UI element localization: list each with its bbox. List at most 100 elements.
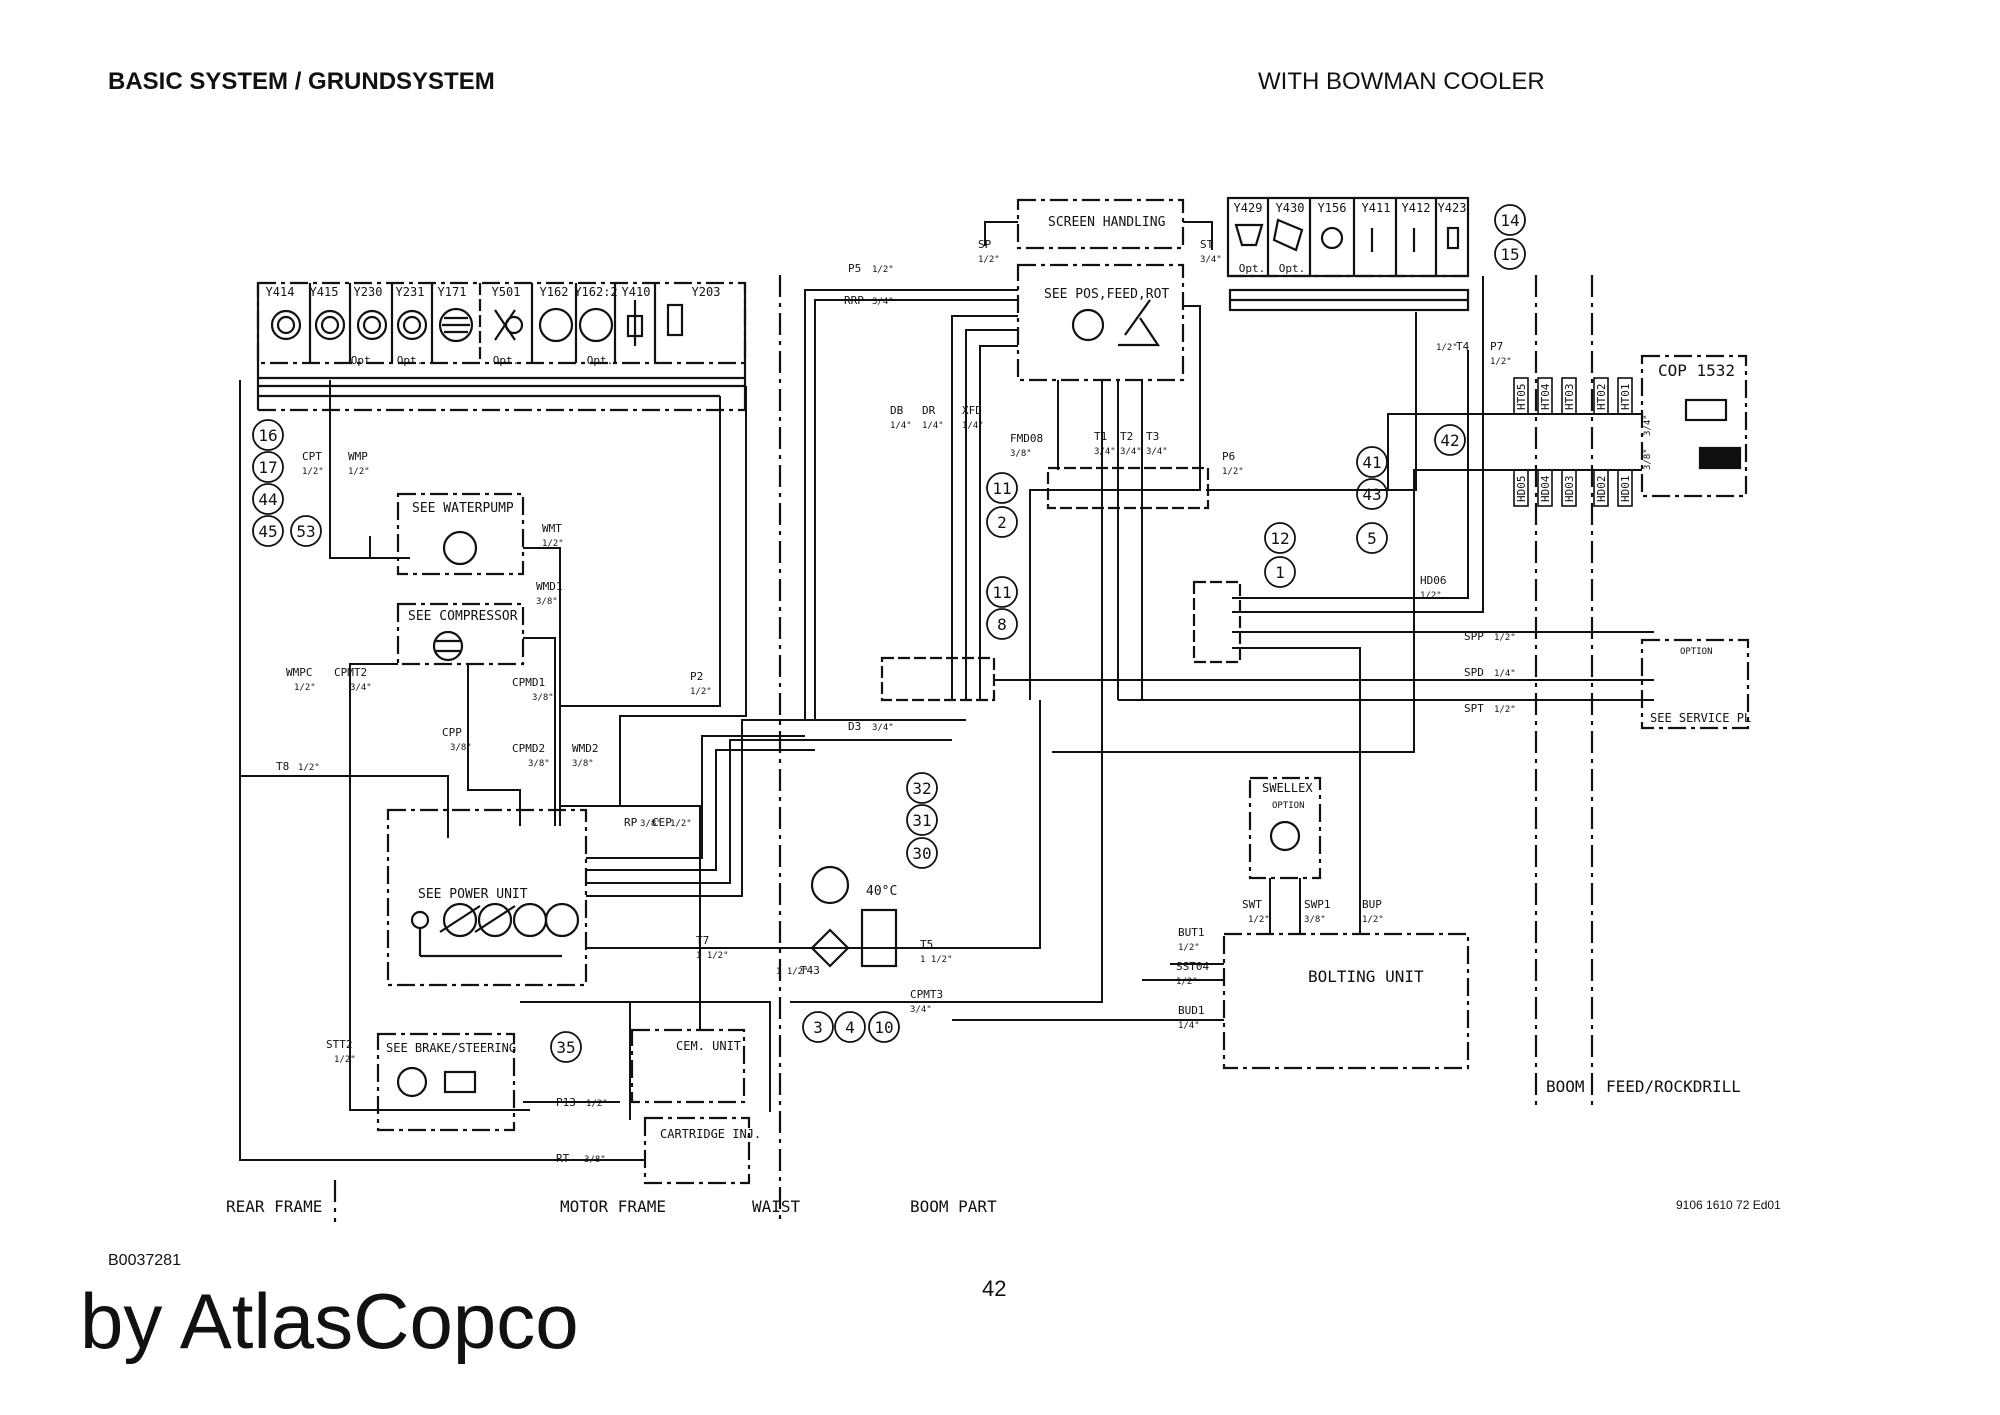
cem-unit-box [630, 1028, 746, 1104]
line-size-stt2: 1/2" [334, 1055, 356, 1065]
reference-circles [252, 204, 1526, 1063]
ref-8: 8 [997, 615, 1007, 634]
screen-handling-box [1016, 198, 1185, 250]
hose-ht04: HT04 [1539, 383, 1552, 410]
line-size-p13: 1/2" [586, 1099, 608, 1109]
power-unit-box [386, 808, 588, 987]
line-label-cpmt2: CPMT2 [334, 666, 367, 679]
ref-10: 10 [874, 1018, 893, 1037]
drawing-code: B0037281 [108, 1252, 181, 1269]
opt-label: Opt. [493, 354, 520, 367]
line-size-db: 1/4" [890, 421, 912, 431]
hose-markers [1513, 377, 1633, 507]
frame-dividers [333, 275, 1594, 1222]
hose-hd04: HD04 [1539, 475, 1552, 502]
pos-feed-rot-box [1016, 263, 1185, 382]
hose-ht05: HT05 [1515, 384, 1528, 411]
line-size-cpt: 1/2" [302, 467, 324, 477]
opt-label: Opt. [397, 354, 424, 367]
ref-1: 1 [1275, 563, 1285, 582]
line-label-spt: SPT [1464, 702, 1484, 715]
document-reference: 9106 1610 72 Ed01 [1676, 1198, 1781, 1212]
ref-3: 3 [813, 1018, 823, 1037]
line-label-rp: RP [624, 816, 638, 829]
valve-block-right [1226, 196, 1470, 312]
frame-label-boom: BOOM [1546, 1077, 1585, 1096]
line-size-t1: 3/4" [1094, 447, 1116, 457]
valve-Y501: Y501 [492, 285, 521, 299]
line-label-db: DB [890, 404, 904, 417]
distribution-block-top [1046, 466, 1210, 510]
line-size-spp: 1/2" [1494, 633, 1516, 643]
line-size-xfd: 1/4" [962, 421, 984, 431]
line-size-t2: 3/4" [1120, 447, 1142, 457]
line-label-st: ST [1200, 238, 1214, 251]
line-size-wmd1: 3/8" [536, 597, 558, 607]
line-label-stt2: STT2 [326, 1038, 353, 1051]
valve-Y414: Y414 [266, 285, 295, 299]
line-size-bup: 1/2" [1362, 915, 1384, 925]
cartridge-inj-box [643, 1116, 751, 1185]
line-size-cpp: 3/8" [450, 743, 472, 753]
hose-ht01: HT01 [1619, 384, 1632, 411]
line-label-cpp: CPP [442, 726, 462, 739]
line-label-wmd2: WMD2 [572, 742, 599, 755]
filter-symbol [810, 928, 850, 968]
ref-14: 14 [1500, 211, 1519, 230]
line-label-wmd1: WMD1 [536, 580, 563, 593]
hose-hd01: HD01 [1619, 476, 1632, 503]
hose-size-top: 3/4" [1643, 414, 1653, 436]
line-size-wmp: 1/2" [348, 467, 370, 477]
line-size-hd06: 1/2" [1420, 591, 1442, 601]
service-option-label: OPTION [1680, 647, 1713, 657]
line-label-cpmd1: CPMD1 [512, 676, 545, 689]
valve-Y162: Y162 [540, 285, 569, 299]
line-size-bud1: 1/4" [1178, 1021, 1200, 1031]
valve-Y203: Y203 [692, 285, 721, 299]
line-label-p7: P7 [1490, 340, 1503, 353]
valve-Y162-2: Y162:2 [574, 285, 617, 299]
valve-Y230: Y230 [354, 285, 383, 299]
line-label-spp: SPP [1464, 630, 1484, 643]
valve-Y423: Y423 [1438, 201, 1467, 215]
line-size-wmt: 1/2" [542, 539, 564, 549]
valve-Y412: Y412 [1402, 201, 1431, 215]
line-size-sst04: 1/2" [1176, 977, 1198, 987]
line-label-dr: DR [922, 404, 936, 417]
line-label-d3: D3 [848, 720, 861, 733]
cartridge-inj-label: CARTRIDGE INJ. [660, 1127, 761, 1141]
line-size-t4: 1/2" [1436, 343, 1458, 353]
waterpump-label: SEE WATERPUMP [412, 501, 514, 516]
valve-Y171: Y171 [438, 285, 467, 299]
line-label-cep: CEP [652, 816, 672, 829]
valve-Y410: Y410 [622, 285, 651, 299]
line-label-t43: T43 [800, 964, 820, 977]
line-size-cpmd1: 3/8" [532, 693, 554, 703]
bolting-unit-box [1222, 932, 1470, 1070]
line-label-rrp: RRP [844, 294, 864, 307]
cop-box [1640, 354, 1748, 498]
line-label-sp: SP [978, 238, 992, 251]
line-size-t7: 1 1/2" [696, 951, 729, 961]
opt-label: Opt. [587, 354, 614, 367]
line-label-t3: T3 [1146, 430, 1159, 443]
hose-hd02: HD02 [1595, 476, 1608, 503]
page-subtitle: WITH BOWMAN COOLER [1258, 68, 1545, 95]
line-label-cpt: CPT [302, 450, 322, 463]
brake-steering-box [376, 1032, 516, 1132]
line-size-p7: 1/2" [1490, 357, 1512, 367]
ref-44: 44 [258, 490, 277, 509]
brake-steering-label: SEE BRAKE/STEERING [386, 1041, 516, 1055]
ref-4: 4 [845, 1018, 855, 1037]
valve-Y231: Y231 [396, 285, 425, 299]
page-number: 42 [982, 1276, 1007, 1301]
pipework [239, 221, 1654, 1161]
ref-17: 17 [258, 458, 277, 477]
ref-16: 16 [258, 426, 277, 445]
line-label-swp1: SWP1 [1304, 898, 1331, 911]
cop-label: COP 1532 [1658, 361, 1735, 380]
line-size-t8: 1/2" [298, 763, 320, 773]
line-size-cpmd2: 3/8" [528, 759, 550, 769]
line-label-bup: BUP [1362, 898, 1382, 911]
valve-symbols-left [270, 300, 684, 346]
